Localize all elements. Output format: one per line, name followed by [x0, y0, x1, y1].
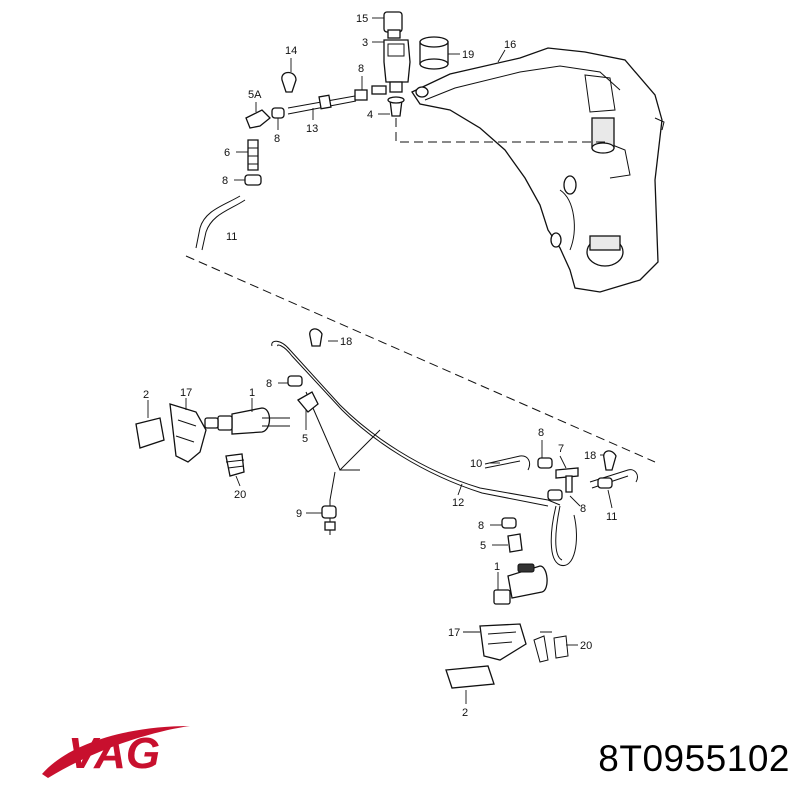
callout-17: 17 [180, 387, 192, 399]
callout-8: 8 [266, 378, 272, 390]
callout-1: 1 [249, 387, 255, 399]
washer-fluid-reservoir [411, 47, 665, 293]
part-number: 8T0955102 [598, 738, 790, 779]
right-headlamp-washer-nozzle [445, 563, 569, 689]
callout-8: 8 [478, 520, 484, 532]
callout-20: 20 [234, 489, 246, 501]
callout-8: 8 [222, 175, 228, 187]
logo-text: VAG [68, 729, 160, 778]
callout-14: 14 [285, 45, 297, 57]
callout-4: 4 [367, 109, 373, 121]
callout-8: 8 [358, 63, 364, 75]
vag-logo: VAG [42, 726, 190, 778]
callout-1: 1 [494, 561, 500, 573]
callout-17: 17 [448, 627, 460, 639]
callout-6: 6 [224, 147, 230, 159]
callout-2: 2 [143, 389, 149, 401]
callout-5: 5 [480, 540, 486, 552]
left-headlamp-washer-nozzle [135, 403, 290, 477]
callout-8: 8 [538, 427, 544, 439]
callout-13: 13 [306, 123, 318, 135]
pump-seal-ring [419, 36, 449, 70]
callout-2: 2 [462, 707, 468, 719]
washer-pump [371, 11, 411, 117]
callout-9: 9 [296, 508, 302, 520]
callout-8: 8 [274, 133, 280, 145]
callout-11: 11 [226, 231, 237, 243]
callout-19: 19 [462, 49, 474, 61]
callout-20: 20 [580, 640, 592, 652]
lower-hose-assembly [271, 328, 638, 566]
dashed-guide-upper [395, 118, 605, 143]
callout-15: 15 [356, 13, 368, 25]
callout-16: 16 [504, 39, 516, 51]
callout-leaders [147, 17, 613, 704]
callout-3: 3 [362, 37, 368, 49]
dashed-guide-diagonal [185, 255, 656, 463]
callout-10: 10 [470, 458, 482, 470]
callout-7: 7 [558, 443, 564, 455]
callout-18: 18 [340, 336, 352, 348]
callout-5A: 5A [248, 89, 262, 101]
callout-labels: 15 3 19 16 14 8 5A 4 13 8 6 8 11 18 8 2 … [143, 13, 617, 719]
callout-5: 5 [302, 433, 308, 445]
upper-hose-assembly [195, 71, 368, 251]
callout-11: 11 [606, 511, 617, 523]
logo-swoosh [42, 726, 190, 778]
callout-12: 12 [452, 497, 464, 509]
callout-18: 18 [584, 450, 596, 462]
callout-8: 8 [580, 503, 586, 515]
